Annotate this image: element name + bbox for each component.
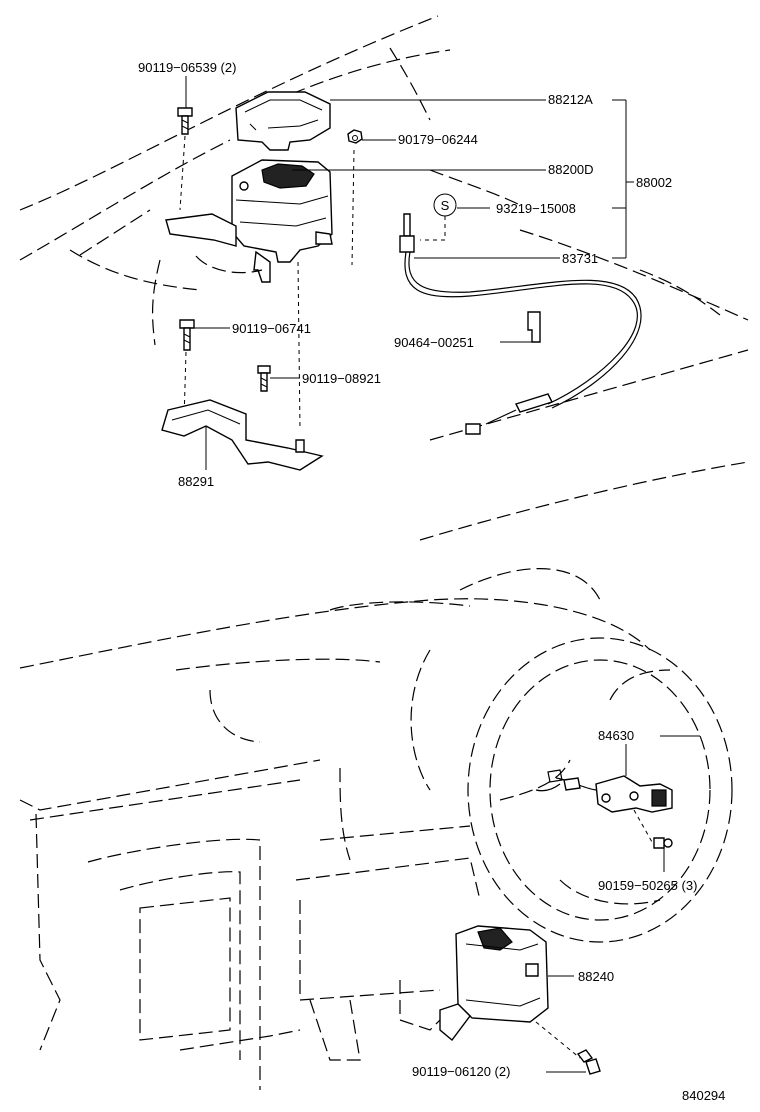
label-90464-00251: 90464−00251 [394,335,474,350]
figure-id: 840294 [682,1088,725,1103]
dashboard-outlines [19,568,651,1090]
bolt-90119-08921 [257,261,301,431]
label-88212a: 88212A [548,92,593,107]
upper-background-outlines [19,15,749,541]
label-88240: 88240 [578,969,614,984]
label-88291: 88291 [178,474,214,489]
actuator-cover-88212a [235,91,331,151]
upper-leader-lines [185,76,634,470]
bolt-90119-06741 [179,319,195,421]
label-88200d: 88200D [548,162,594,177]
label-90159-50265: 90159−50265 (3) [598,878,697,893]
label-90119-08921: 90119−08921 [302,371,381,386]
screw-90159-50265 [653,837,673,872]
actuator-body-88200d [165,159,333,283]
cruise-switch-84630 [535,735,700,843]
steering-wheel-outline [467,637,733,943]
label-84630: 84630 [598,728,634,743]
label-83731: 83731 [562,251,598,266]
bolt-90119-06539 [177,107,193,211]
bolt-90119-06120 [535,1021,601,1075]
label-93219-15008: 93219−15008 [496,201,576,216]
bracket-88291 [161,399,324,471]
label-90119-06539: 90119−06539 (2) [138,60,236,75]
control-cable-83731 [399,213,642,435]
label-90119-06741: 90119−06741 [232,321,311,336]
sealant-s-mark: S [420,193,490,241]
label-90179-06244: 90179−06244 [398,132,478,147]
clip-90464-00251 [527,311,541,343]
cruise-ecu-88240 [439,925,574,1042]
s-mark-label: S [441,198,450,213]
label-88002: 88002 [636,175,672,190]
label-90119-06120: 90119−06120 (2) [412,1064,510,1079]
nut-90179-06244 [347,129,363,266]
